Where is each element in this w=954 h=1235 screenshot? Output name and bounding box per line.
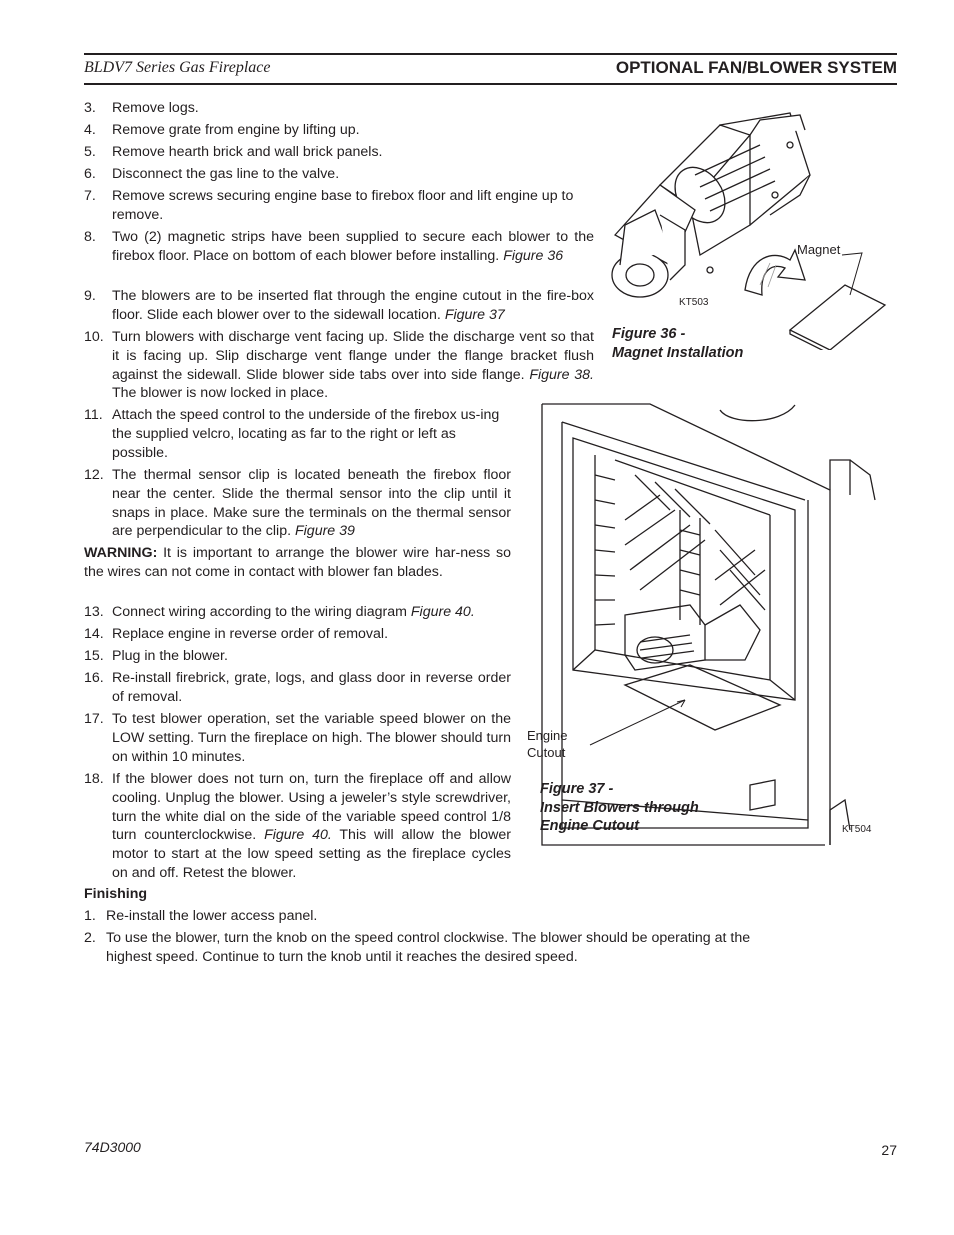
figure-37-firebox-illustration — [541, 403, 876, 846]
document-series-title: BLDV7 Series Gas Fireplace — [84, 59, 271, 76]
step-text: To use the blower, turn the knob on the … — [106, 930, 751, 965]
step-text: To test blower operation, set the variab… — [112, 711, 511, 765]
step-number: 16. — [84, 670, 104, 686]
header-rule-bottom — [84, 83, 897, 85]
step-text-tail: The blower is now locked in place. — [112, 385, 329, 402]
step-text: Remove hearth brick and wall brick panel… — [112, 144, 383, 160]
engine-cutout-label: Engine Cutout — [527, 727, 567, 761]
step-text: Attach the speed control to the undersid… — [112, 407, 500, 461]
step-number: 13. — [84, 604, 104, 620]
figure-36-caption-line2: Magnet Installation — [612, 344, 744, 361]
figure-36-caption-line1: Figure 36 - — [612, 326, 686, 342]
figure-37-caption-line3: Engine Cutout — [540, 818, 640, 834]
step-number: 7. — [84, 188, 96, 204]
step-number: 5. — [84, 144, 96, 160]
header-rule-top — [84, 53, 897, 55]
figure-36-caption: Figure 36 - Magnet Installation — [612, 325, 743, 362]
figure-36-blower-magnet-illustration — [611, 112, 887, 350]
step-text-main: If the blower does not turn on, turn the… — [112, 771, 511, 844]
step-text-main: The thermal sensor clip is located benea… — [112, 467, 511, 540]
step-text-main: Two (2) magnetic strips have been suppli… — [112, 229, 594, 264]
engine-label: Engine — [527, 728, 568, 743]
step-number: 11. — [84, 407, 103, 423]
step-text: Remove grate from engine by lifting up. — [112, 122, 360, 138]
step-number: 6. — [84, 166, 96, 182]
step-text: Remove logs. — [112, 100, 199, 116]
step-text-main: The blowers are to be inserted flat thro… — [112, 288, 594, 323]
step-number: 9. — [84, 288, 96, 304]
step-text: If the blower does not turn on, turn the… — [112, 770, 511, 883]
warning-note: WARNING: It is important to arrange the … — [84, 544, 511, 582]
warning-label: WARNING: — [84, 545, 158, 561]
step-text: Re-install firebrick, grate, logs, and g… — [112, 670, 511, 705]
step-text: The thermal sensor clip is located benea… — [112, 466, 511, 541]
step-number: 18. — [84, 771, 104, 787]
step-text: Connect wiring according to the wiring d… — [112, 603, 532, 622]
step-text: Two (2) magnetic strips have been suppli… — [112, 228, 594, 266]
figure-reference: Figure 38. — [529, 366, 594, 383]
step-text: Disconnect the gas line to the valve. — [112, 166, 340, 182]
figure-reference: Figure 40. — [264, 827, 332, 844]
page-number: 27 — [881, 1142, 897, 1158]
step-text: Plug in the blower. — [112, 648, 228, 664]
warning-text: It is important to arrange the blower wi… — [84, 545, 511, 580]
step-text: Re-install the lower access panel. — [106, 908, 318, 924]
figure-37-caption-line2: Insert Blowers through — [540, 799, 699, 816]
figure-reference: Figure 37 — [444, 306, 505, 323]
step-text: Remove screws securing engine base to fi… — [112, 188, 574, 223]
step-number: 8. — [84, 229, 96, 245]
step-number: 10. — [84, 329, 104, 345]
magnet-label: Magnet — [797, 242, 841, 257]
step-number: 1. — [84, 908, 96, 924]
step-text: The blowers are to be inserted flat thro… — [112, 287, 594, 325]
cutout-label: Cutout — [527, 745, 566, 760]
figure-reference: Figure 40. — [410, 604, 475, 620]
document-number: 74D3000 — [84, 1139, 141, 1155]
figure-37-caption: Figure 37 - Insert Blowers through Engin… — [540, 780, 699, 836]
finishing-heading: Finishing — [84, 886, 148, 902]
step-number: 12. — [84, 467, 104, 483]
figure-37-code: KT504 — [842, 824, 872, 835]
step-text: Replace engine in reverse order of remov… — [112, 626, 389, 642]
step-number: 15. — [84, 648, 104, 664]
section-title: OPTIONAL FAN/BLOWER SYSTEM — [615, 58, 897, 77]
step-number: 4. — [84, 122, 96, 138]
step-number: 17. — [84, 711, 104, 727]
step-text-main: Connect wiring according to the wiring d… — [112, 604, 407, 620]
step-number: 2. — [84, 930, 96, 946]
step-text-main: Turn blowers with discharge vent facing … — [112, 329, 594, 383]
figure-36-code: KT503 — [679, 297, 709, 308]
step-text-tail: This will allow the blower motor to star… — [112, 827, 512, 881]
step-number: 3. — [84, 100, 96, 116]
figure-37-caption-line1: Figure 37 - — [540, 781, 614, 797]
step-number: 14. — [84, 626, 104, 642]
figure-reference: Figure 36 — [503, 247, 564, 264]
figure-reference: Figure 39 — [294, 523, 355, 540]
step-text: Turn blowers with discharge vent facing … — [112, 328, 594, 403]
